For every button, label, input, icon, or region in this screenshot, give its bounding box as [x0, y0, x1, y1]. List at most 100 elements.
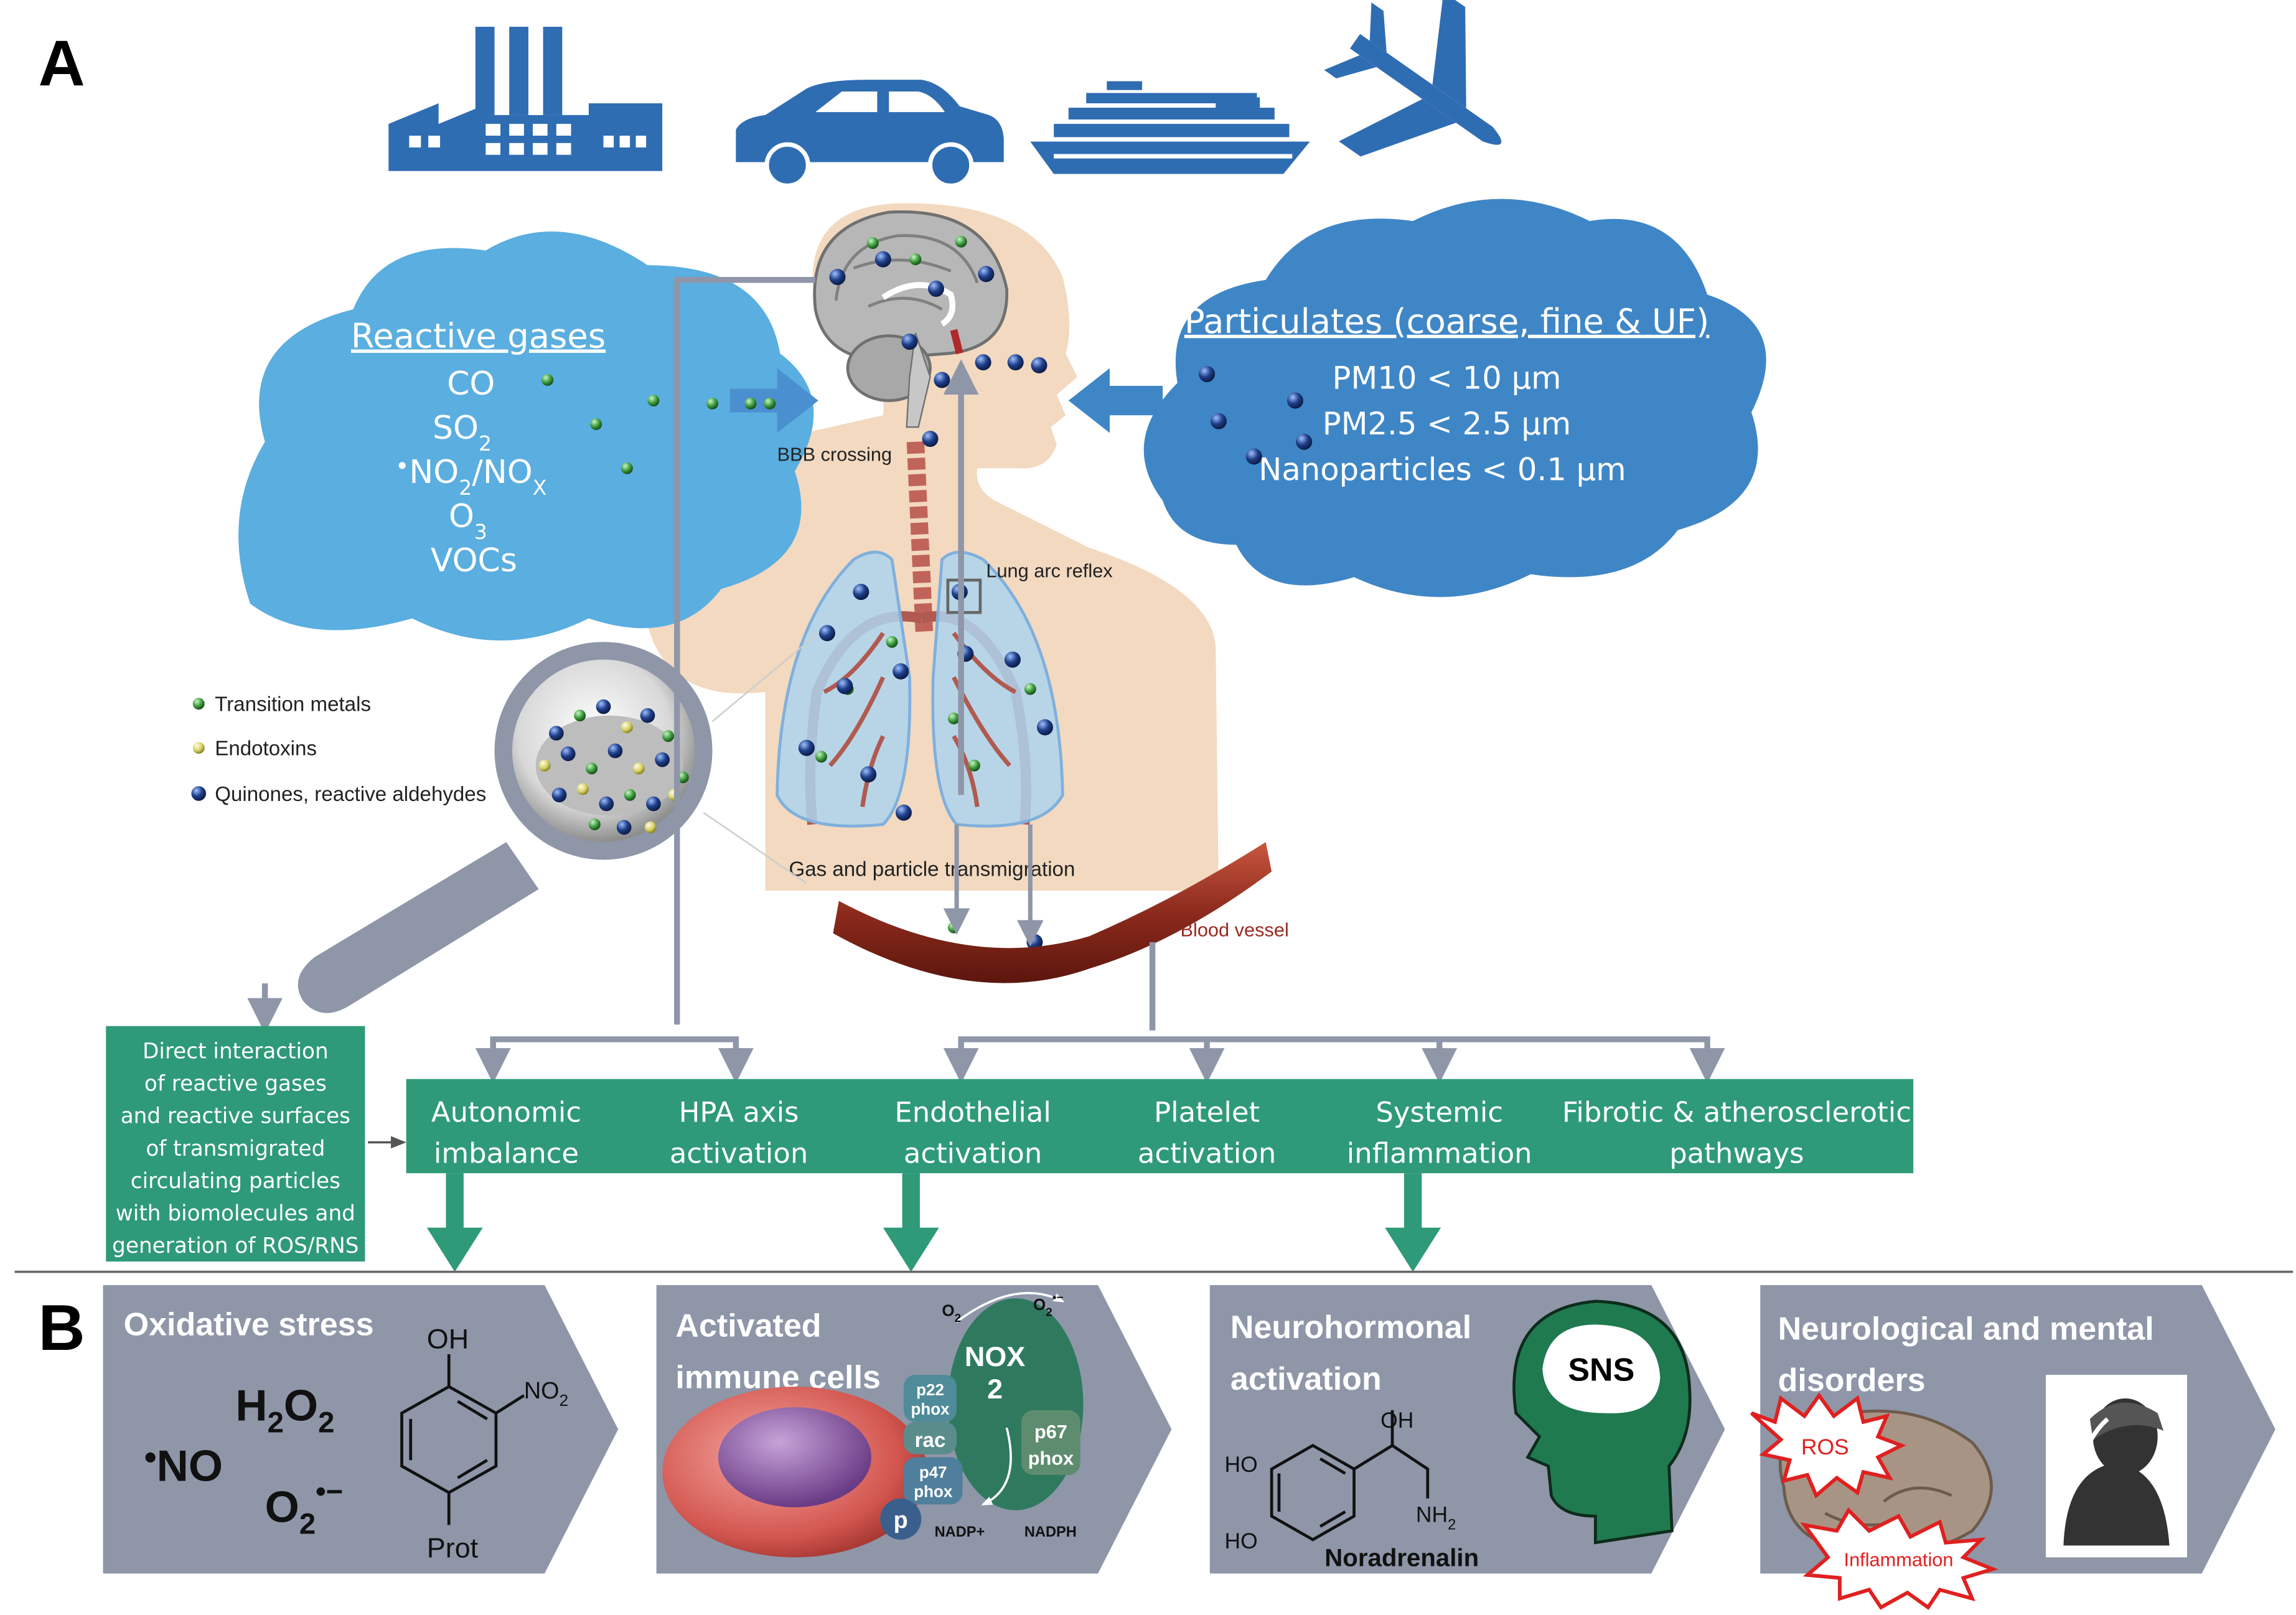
quinone-particle: [853, 584, 869, 601]
h2o2-sub2: 2: [318, 1406, 334, 1439]
quinone-particle: [798, 739, 815, 756]
o2r-sub: 2: [1046, 1306, 1052, 1319]
nadp-label: NADP+: [935, 1524, 985, 1540]
magnifying-glass-icon: [298, 632, 819, 1013]
quinone-particle: [860, 766, 877, 783]
transition-metal-particle: [909, 253, 922, 266]
quinone-particle: [975, 354, 991, 371]
quinone-particle: [1296, 433, 1313, 450]
transition-metal-particle: [621, 462, 633, 474]
inflammation-burst: [1800, 1507, 1998, 1610]
nitrotyrosine-structure: [400, 1354, 525, 1525]
lens-particle: [596, 699, 611, 714]
arrow-to-immune: [883, 1173, 939, 1272]
transition-metal-particle: [541, 374, 554, 386]
p67-phox-label: phox: [1028, 1447, 1074, 1469]
particulates-cloud: [1143, 199, 1766, 597]
outcome-oxidative: Oxidative stress H2O2 •NO O2•− OH NO2 Pr…: [103, 1285, 619, 1574]
transition-metal-particle: [866, 237, 879, 250]
immune-title-1: Activated: [675, 1308, 821, 1344]
pm25: PM2.5 < 2.5 µm: [1323, 406, 1572, 442]
transition-metal-particle: [1024, 683, 1036, 695]
quinone-particle: [1007, 354, 1024, 371]
car-icon: [736, 80, 1004, 188]
p67phox: [1021, 1410, 1080, 1475]
particulates-title: Particulates (coarse, fine & UF): [1184, 302, 1709, 341]
blood-vessel: [833, 842, 1272, 983]
legend-swatch-transition-metals: [192, 698, 205, 710]
gas-o3: O3: [449, 498, 487, 544]
direct-interaction-line: of reactive gases: [144, 1072, 327, 1097]
lens-particle: [574, 709, 586, 722]
gas-vocs: VOCs: [431, 542, 517, 579]
neuro-ho2-label: HO: [1224, 1528, 1257, 1553]
sns-label: SNS: [1568, 1352, 1634, 1388]
quinone-particle: [1211, 413, 1227, 429]
outcome-immune: Activated immune cells NOX 2 p22 phox ra…: [656, 1285, 1172, 1574]
transition-metal-particle: [647, 395, 660, 407]
lens-particle: [616, 820, 632, 835]
lens-particle: [640, 708, 655, 723]
p22-phox-label: phox: [911, 1400, 950, 1418]
quinone-particle: [1199, 366, 1216, 383]
quinone-particle: [836, 678, 853, 695]
gases-title: Reactive gases: [351, 317, 606, 356]
superoxide-sub: 2: [299, 1508, 316, 1541]
cruise-ship-icon: [1030, 81, 1310, 174]
transition-metal-particle: [947, 921, 960, 934]
quinone-particle: [818, 625, 835, 642]
airplane-icon: [1324, 0, 1502, 157]
gas-o3-sub: 3: [474, 520, 487, 544]
gas-so2-sub: 2: [479, 431, 492, 456]
neuro-ho1-label: HO: [1224, 1452, 1257, 1477]
nanoparticles: Nanoparticles < 0.1 µm: [1258, 451, 1626, 487]
transmigration-label: Gas and particle transmigration: [789, 858, 1075, 881]
noradrenalin-label: Noradrenalin: [1324, 1544, 1479, 1572]
h2o2-sub1: 2: [268, 1406, 284, 1439]
o2-o: O: [942, 1301, 954, 1320]
no-dot: •: [144, 1438, 157, 1477]
transition-metal-particle: [706, 397, 718, 410]
transition-metal-particle: [955, 235, 967, 248]
o2r-sup: •−: [1052, 1291, 1064, 1304]
lens-particle: [655, 752, 670, 767]
quinone-particle: [978, 266, 995, 283]
no2-sub: 2: [560, 1391, 568, 1410]
nadph-label: NADPH: [1024, 1524, 1077, 1540]
cell-nucleus: [718, 1407, 871, 1507]
lens-particle: [624, 789, 636, 801]
no2-label: NO2: [524, 1378, 568, 1410]
lens-particle: [551, 787, 567, 803]
quinone-particle: [829, 269, 846, 286]
pathway-label: HPA axis: [679, 1095, 799, 1128]
pathways-bar: [406, 1079, 1914, 1174]
direct-interaction-line: Direct interaction: [143, 1039, 329, 1064]
phosphate-label: p: [894, 1507, 908, 1533]
p67-label: p67: [1034, 1421, 1067, 1443]
outcome-neurohormonal: Neurohormonal activation SNS OH HO HO NH…: [1209, 1285, 1725, 1574]
gas-no-main: NO: [409, 454, 459, 491]
no2-main: NO: [524, 1378, 560, 1404]
rac-label: rac: [915, 1429, 946, 1452]
arrow-to-oxidative: [426, 1173, 483, 1272]
lens-particle: [632, 762, 645, 775]
legend-transition-metals: Transition metals: [215, 693, 371, 716]
gas-no-dot: •: [395, 452, 409, 480]
inflammation-label: Inflammation: [1844, 1549, 1954, 1571]
pathway-label: Autonomic: [431, 1095, 581, 1128]
pathway-label-line2: pathways: [1669, 1137, 1804, 1170]
transition-metal-particle: [815, 751, 827, 763]
gas-co: CO: [447, 365, 495, 403]
lens-particle: [538, 759, 551, 772]
panel-label-a: A: [38, 28, 85, 100]
quinone-particle: [1031, 357, 1047, 373]
ros-burst: [1750, 1392, 1906, 1499]
outcome-disorders: Neurological and mental disorders ROS In…: [1750, 1285, 2275, 1610]
direct-interaction-line: circulating particles: [131, 1169, 340, 1194]
brain-connector: [674, 277, 816, 1025]
nox-label: NOX: [965, 1341, 1025, 1372]
quinone-particle: [1004, 651, 1021, 668]
quinone-particle: [901, 334, 918, 350]
quinone-particle: [893, 663, 909, 680]
